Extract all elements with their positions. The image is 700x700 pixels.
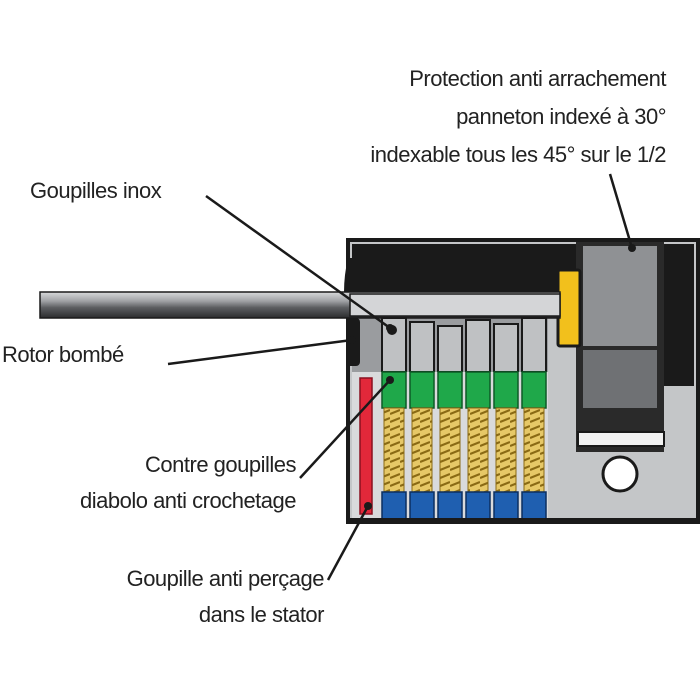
- leader-protection: [608, 173, 634, 249]
- label-goupille-percage-line2: dans le stator: [198, 602, 325, 627]
- label-goupilles-inox: Goupilles inox: [30, 178, 162, 203]
- label-protection-line2: panneton indexé à 30°: [456, 104, 666, 129]
- leader-contre-goupilles: [299, 379, 391, 479]
- dot-contre-goupilles: [386, 376, 394, 384]
- leader-lines: [167, 173, 634, 581]
- pin-stack: [352, 371, 548, 521]
- cam-yellow: [556, 268, 582, 348]
- driver-pins-green: [381, 371, 547, 409]
- label-rotor-bombe: Rotor bombé: [2, 342, 124, 367]
- fixing-hole: [601, 455, 639, 493]
- dot-rotor-bombe: [348, 336, 356, 344]
- springs: [383, 407, 545, 493]
- dot-protection: [628, 244, 636, 252]
- key: [39, 291, 561, 319]
- leader-goupille-percage: [326, 505, 370, 581]
- label-goupille-percage-line1: Goupille anti perçage: [126, 566, 325, 591]
- anti-drill-pin: [359, 377, 373, 515]
- dot-goupilles-inox: [386, 324, 394, 332]
- leader-goupilles-inox: [205, 194, 391, 330]
- plugs-blue: [381, 491, 547, 521]
- dot-goupille-percage: [364, 502, 372, 510]
- cam-panneton: [556, 242, 694, 493]
- label-contre-goupilles-line2: diabolo anti crochetage: [80, 488, 297, 513]
- label-protection-line1: Protection anti arrachement: [409, 66, 666, 91]
- label-contre-goupilles-line1: Contre goupilles: [145, 452, 296, 477]
- pins-inox: [381, 317, 547, 373]
- label-protection-line3: indexable tous les 45° sur le 1/2: [370, 142, 666, 167]
- leader-rotor-bombe: [167, 338, 353, 366]
